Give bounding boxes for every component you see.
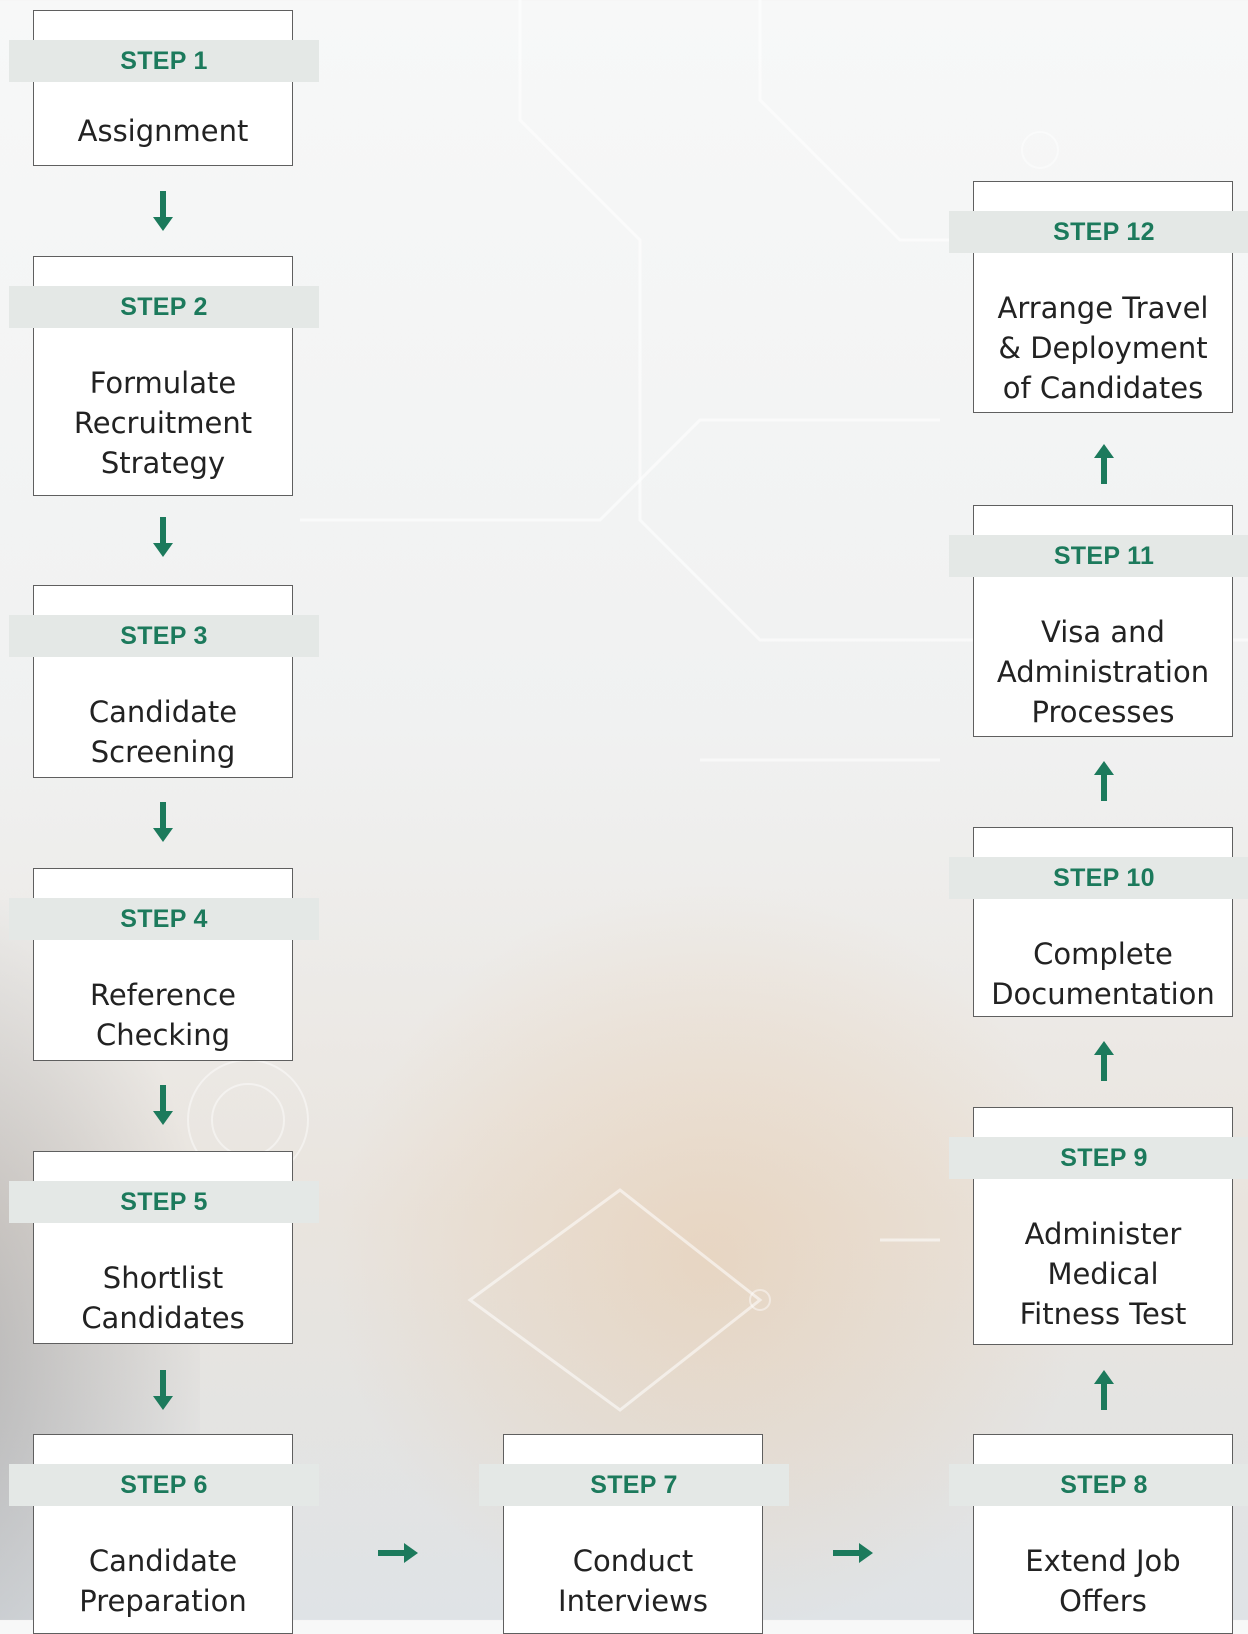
step-label: STEP 1 bbox=[9, 40, 319, 82]
step-label: STEP 11 bbox=[949, 535, 1248, 577]
step-title: Complete Documentation bbox=[991, 937, 1215, 1011]
step-title: Shortlist Candidates bbox=[81, 1261, 245, 1335]
step-box-4: STEP 4 Reference Checking bbox=[9, 868, 319, 1061]
step-label: STEP 8 bbox=[949, 1464, 1248, 1506]
arrow-down-icon bbox=[153, 1085, 173, 1125]
arrow-up-icon bbox=[1094, 444, 1114, 484]
step-title: Arrange Travel & Deployment of Candidate… bbox=[997, 291, 1209, 405]
step-label: STEP 12 bbox=[949, 211, 1248, 253]
step-title: Reference Checking bbox=[89, 978, 237, 1052]
step-title: Candidate Preparation bbox=[79, 1544, 247, 1618]
step-box-2: STEP 2 Formulate Recruitment Strategy bbox=[9, 256, 319, 496]
step-title: Candidate Screening bbox=[88, 695, 238, 769]
step-box-8: STEP 8 Extend Job Offers bbox=[949, 1434, 1248, 1634]
step-title: Conduct Interviews bbox=[558, 1544, 708, 1618]
arrow-down-icon bbox=[153, 1370, 173, 1410]
step-label: STEP 10 bbox=[949, 857, 1248, 899]
step-title: Visa and Administration Processes bbox=[996, 615, 1210, 729]
step-label: STEP 5 bbox=[9, 1181, 319, 1223]
step-title: Extend Job Offers bbox=[1025, 1544, 1181, 1618]
step-label: STEP 4 bbox=[9, 898, 319, 940]
step-title: Formulate Recruitment Strategy bbox=[73, 366, 253, 480]
step-title: Administer Medical Fitness Test bbox=[1019, 1217, 1187, 1331]
step-box-7: STEP 7 Conduct Interviews bbox=[479, 1434, 789, 1634]
step-label: STEP 7 bbox=[479, 1464, 789, 1506]
step-box-1: STEP 1 Assignment bbox=[9, 10, 319, 166]
arrow-right-icon bbox=[378, 1543, 418, 1563]
step-label: STEP 6 bbox=[9, 1464, 319, 1506]
step-title: Assignment bbox=[77, 114, 249, 148]
step-box-6: STEP 6 Candidate Preparation bbox=[9, 1434, 319, 1634]
arrow-up-icon bbox=[1094, 1041, 1114, 1081]
step-box-9: STEP 9 Administer Medical Fitness Test bbox=[949, 1107, 1248, 1345]
step-box-10: STEP 10 Complete Documentation bbox=[949, 827, 1248, 1017]
arrow-down-icon bbox=[153, 802, 173, 842]
step-box-12: STEP 12 Arrange Travel & Deployment of Ca… bbox=[949, 181, 1248, 413]
step-box-11: STEP 11 Visa and Administration Processes bbox=[949, 505, 1248, 737]
arrow-down-icon bbox=[153, 191, 173, 231]
arrow-up-icon bbox=[1094, 761, 1114, 801]
step-label: STEP 2 bbox=[9, 286, 319, 328]
arrow-down-icon bbox=[153, 517, 173, 557]
arrow-right-icon bbox=[833, 1543, 873, 1563]
step-box-5: STEP 5 Shortlist Candidates bbox=[9, 1151, 319, 1344]
arrow-up-icon bbox=[1094, 1370, 1114, 1410]
step-label: STEP 3 bbox=[9, 615, 319, 657]
step-box-3: STEP 3 Candidate Screening bbox=[9, 585, 319, 778]
step-label: STEP 9 bbox=[949, 1137, 1248, 1179]
